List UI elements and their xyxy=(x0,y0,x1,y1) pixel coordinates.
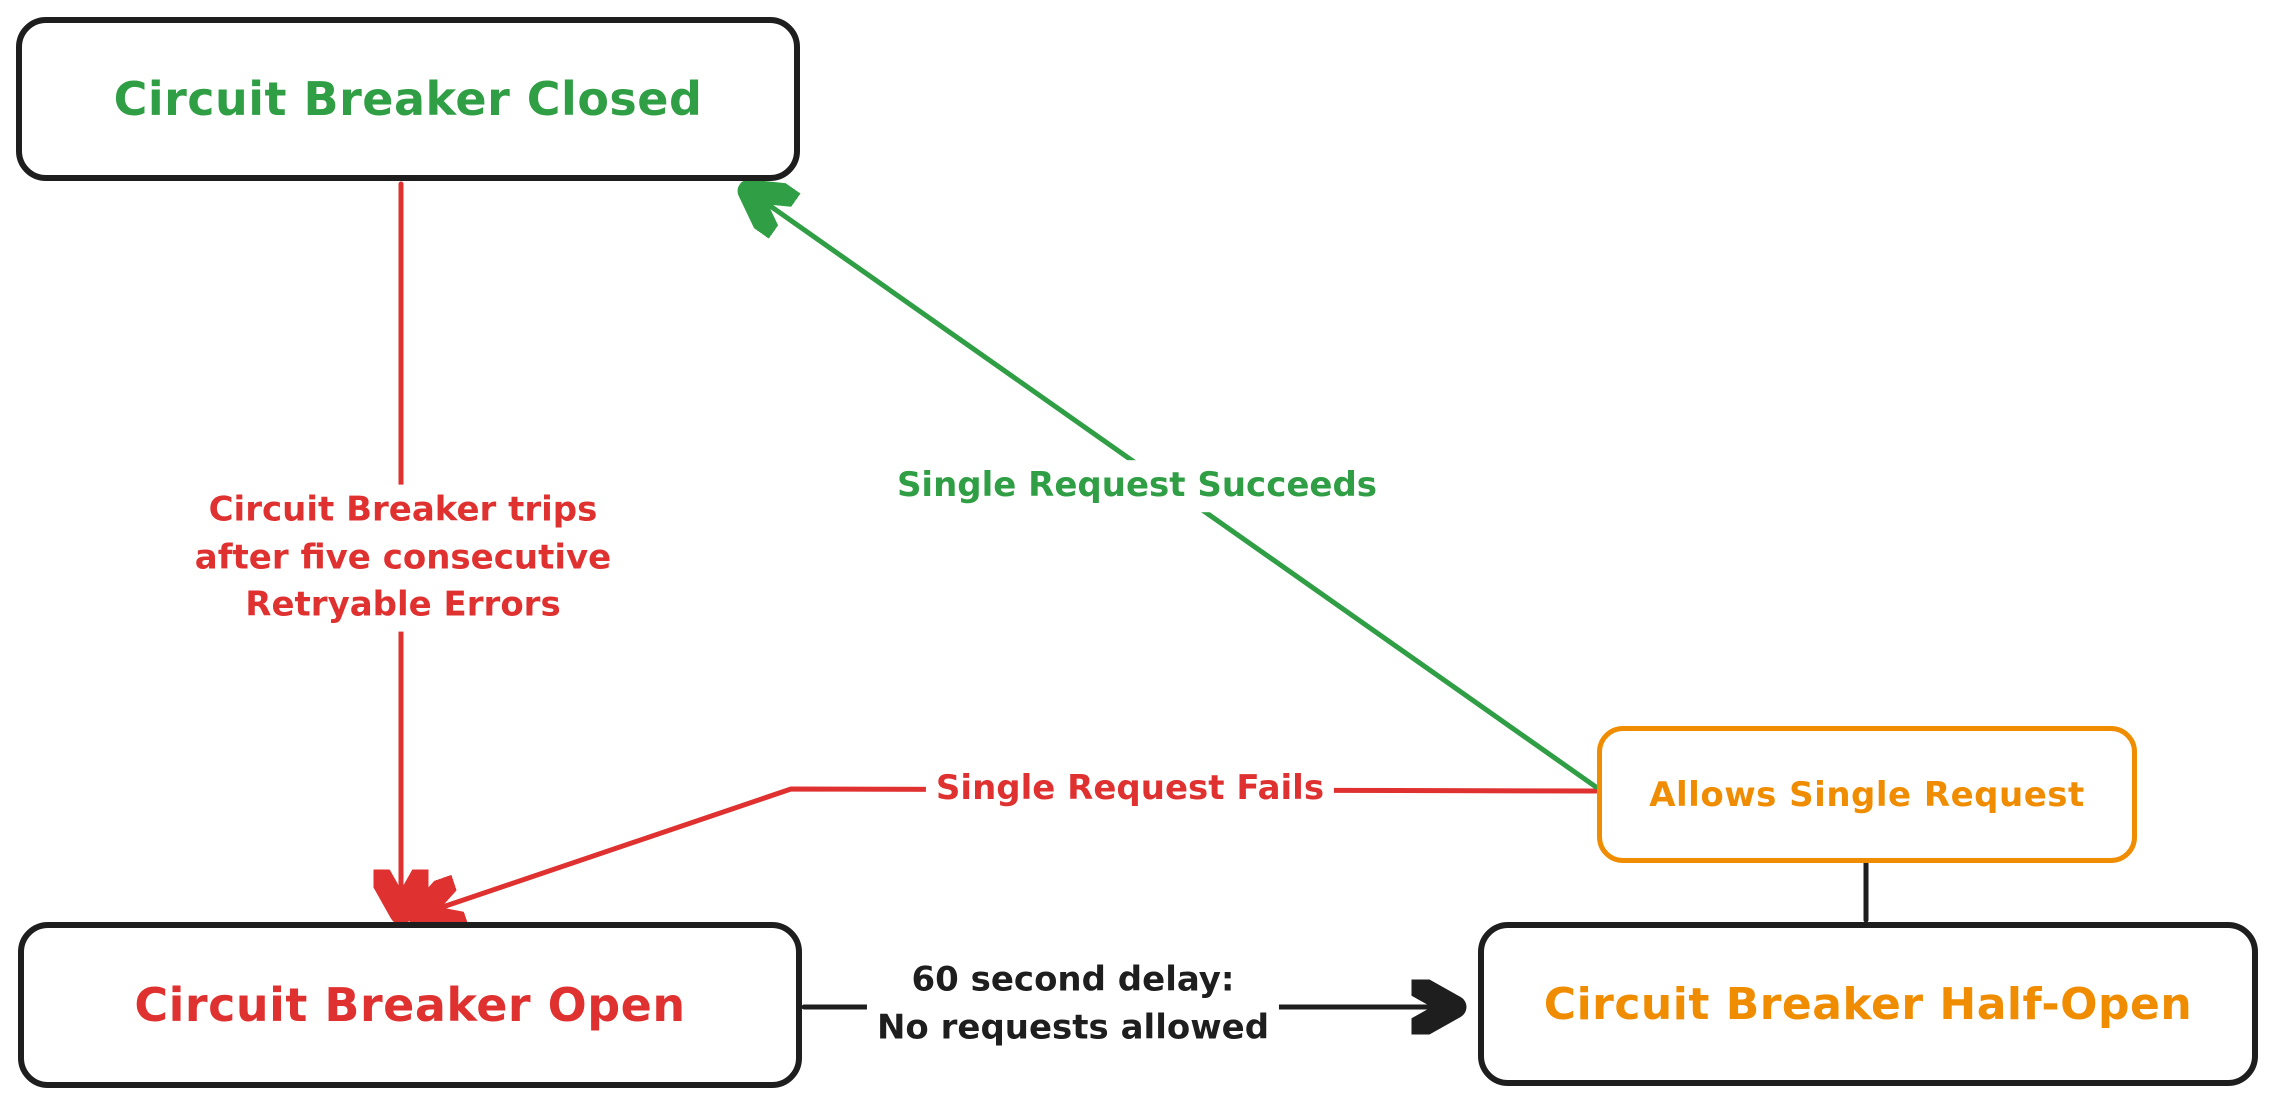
edge-label-single-request-succeeds: Single Request Succeeds xyxy=(886,460,1388,512)
edge-label-60-second-delay: 60 second delay: No requests allowed xyxy=(866,954,1280,1054)
node-circuit-breaker-half-open: Circuit Breaker Half-Open xyxy=(1478,922,2258,1086)
edge-label-single-request-fails: Single Request Fails xyxy=(925,763,1335,815)
node-circuit-breaker-closed: Circuit Breaker Closed xyxy=(16,17,800,181)
node-circuit-breaker-open: Circuit Breaker Open xyxy=(18,922,802,1088)
node-allows-single-request: Allows Single Request xyxy=(1597,726,2137,863)
edge-label-line: No requests allowed xyxy=(876,1007,1270,1047)
edge-label-line: Retryable Errors xyxy=(245,584,561,625)
node-label: Circuit Breaker Open xyxy=(134,978,686,1032)
edge-label-line: 60 second delay: xyxy=(911,959,1235,1000)
node-label: Allows Single Request xyxy=(1649,774,2085,815)
node-label: Circuit Breaker Closed xyxy=(113,72,703,126)
edge-label-trips: Circuit Breaker trips after five consecu… xyxy=(184,484,622,632)
node-label: Circuit Breaker Half-Open xyxy=(1543,978,2193,1030)
edge-label-line: Circuit Breaker trips xyxy=(208,489,598,530)
edge-label-line: after five consecutive xyxy=(194,537,612,578)
